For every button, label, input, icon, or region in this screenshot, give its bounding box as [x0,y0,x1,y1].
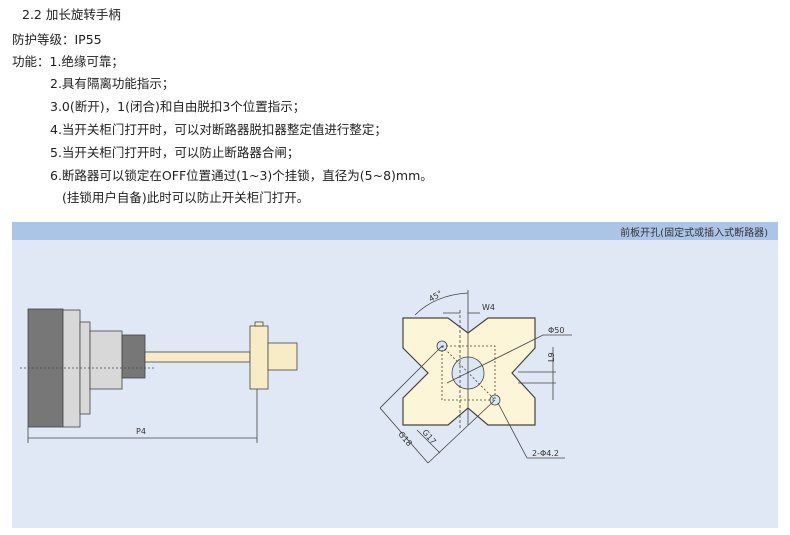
dimension-p4: P4 [136,427,146,436]
panel-title: 前板开孔(固定式或插入式断路器) [620,228,768,239]
dimension-phi50: Φ50 [548,326,564,335]
section-heading: 2.2 加长旋转手柄 [22,7,121,22]
protection-rating: 防护等级：IP55 [12,32,102,47]
panel-header: 前板开孔(固定式或插入式断路器) [12,222,778,240]
dimension-g18: G18 [396,430,413,448]
function-item: 4.当开关柜门打开时，可以对断路器脱扣器整定值进行整定； [50,122,387,137]
handle-side-view [20,308,298,443]
function-item: 6.断路器可以锁定在OFF位置通过(1~3)个挂锁，直径为(5~8)mm。 [50,168,433,183]
function-item: 功能：1.绝缘可靠； [12,54,124,69]
function-item: (挂锁用户自备)此时可以防止开关柜门打开。 [62,190,310,205]
dimension-w4: W4 [482,303,495,312]
cutout-front-view [379,290,572,464]
function-item: 2.具有隔离功能指示； [50,76,175,91]
dimension-holes: 2-Φ4.2 [532,449,559,458]
function-item: 5.当开关柜门打开时，可以防止断路器合闸； [50,145,300,160]
dimension-g17: G17 [420,428,437,446]
angle-label: 45° [427,289,444,304]
function-item: 3.0(断开)，1(闭合)和自由脱扣3个位置指示； [50,99,306,114]
dimension-l9: L9 [547,352,556,362]
